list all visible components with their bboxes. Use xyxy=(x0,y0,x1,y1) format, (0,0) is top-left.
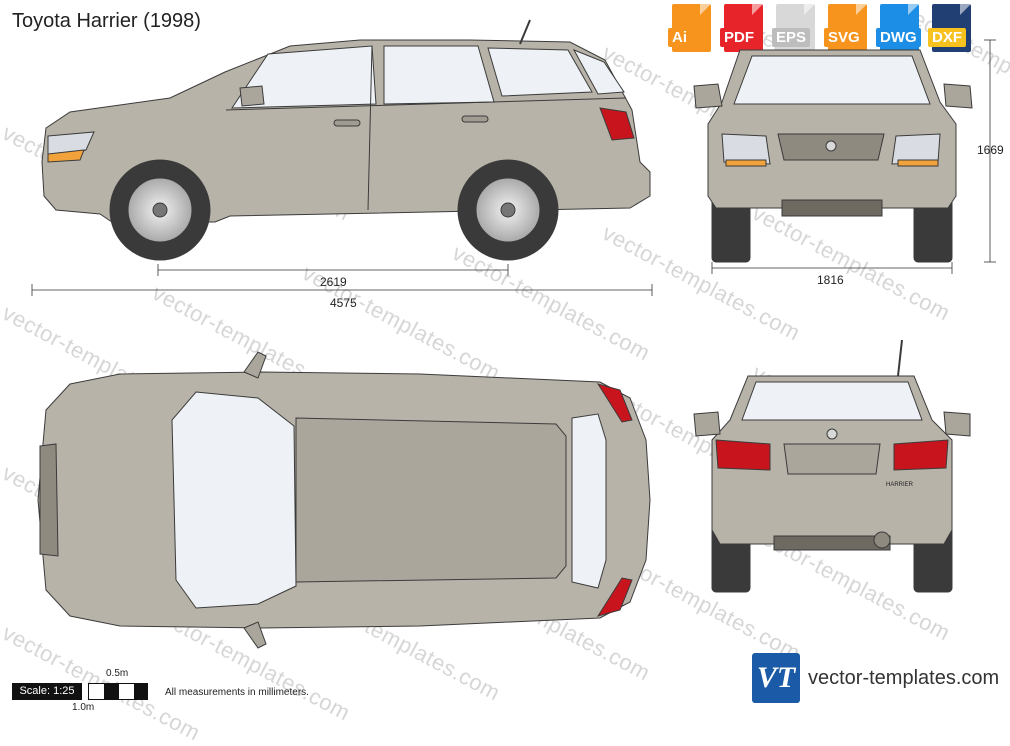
top-view xyxy=(37,351,651,649)
side-taillight xyxy=(599,107,635,141)
front-mirror-left xyxy=(693,83,723,109)
scale-half-meter-label: 0.5m xyxy=(106,668,129,679)
front-indicator xyxy=(897,159,939,167)
scale-one-meter-label: 1.0m xyxy=(72,702,95,713)
front-lower-grille xyxy=(781,199,883,217)
top-taillight-left xyxy=(596,383,633,423)
model-badge: HARRIER xyxy=(886,482,914,488)
top-grille xyxy=(39,443,59,557)
side-wheel-front xyxy=(109,159,211,261)
front-windshield xyxy=(733,55,931,105)
top-rear-window xyxy=(571,413,607,589)
front-headlight-left xyxy=(721,133,771,165)
format-badge-dxf[interactable]: DXF xyxy=(928,4,975,52)
site-link[interactable]: vector-templates.com xyxy=(808,667,1000,689)
width-label: 1816 xyxy=(817,273,844,287)
vehicle-views: 2619 4575 1816 1669 xyxy=(31,19,1004,649)
format-label: Ai xyxy=(668,28,706,47)
top-taillight-right xyxy=(596,577,633,617)
wheelbase-label: 2619 xyxy=(320,275,347,289)
side-glass xyxy=(487,47,593,97)
format-label: PDF xyxy=(720,28,758,47)
front-dimension-lines xyxy=(711,39,996,274)
tow-hitch xyxy=(873,531,891,549)
format-badge-pdf[interactable]: PDF xyxy=(720,4,767,52)
format-label: SVG xyxy=(824,28,864,47)
format-label: DXF xyxy=(928,28,966,47)
antenna xyxy=(897,339,903,377)
rear-taillight-left xyxy=(715,439,771,471)
top-mirror-left xyxy=(243,351,267,379)
top-mirror-right xyxy=(243,621,267,649)
format-badge-dwg[interactable]: DWG xyxy=(876,4,923,52)
rear-mirror-right xyxy=(943,411,971,437)
format-label: DWG xyxy=(876,28,921,47)
front-view xyxy=(693,49,973,263)
toyota-logo-icon xyxy=(826,428,838,440)
format-label: EPS xyxy=(772,28,811,47)
toyota-logo-icon xyxy=(825,140,837,152)
antenna xyxy=(519,19,531,45)
rear-mirror-left xyxy=(693,411,721,437)
rear-bumper-lower xyxy=(773,535,891,551)
top-windshield xyxy=(171,391,297,609)
format-badge-ai[interactable]: Ai xyxy=(668,4,715,52)
side-indicator xyxy=(47,149,85,163)
measurement-note: All measurements in millimeters. xyxy=(165,687,309,698)
side-dimension-lines xyxy=(31,264,653,296)
side-wheel-rear xyxy=(457,159,559,261)
format-badge-svg[interactable]: SVG xyxy=(824,4,871,52)
side-view xyxy=(41,19,651,261)
rear-window xyxy=(741,381,923,421)
top-roof xyxy=(295,417,567,583)
rear-view xyxy=(693,339,971,593)
length-label: 4575 xyxy=(330,296,357,310)
front-indicator xyxy=(725,159,767,167)
side-mirror xyxy=(239,85,265,107)
door-handle xyxy=(461,115,489,123)
format-badges: Ai PDF EPS SVG DWG DXF xyxy=(668,4,975,52)
front-mirror-right xyxy=(943,83,973,109)
scale-bar xyxy=(88,683,148,700)
rear-tailgate-panel xyxy=(783,443,881,475)
format-badge-eps[interactable]: EPS xyxy=(772,4,819,52)
page-title: Toyota Harrier (1998) xyxy=(12,10,201,32)
height-label: 1669 xyxy=(977,143,1004,157)
scale-label: Scale: 1:25 xyxy=(12,683,82,700)
side-glass xyxy=(383,45,495,105)
side-glass xyxy=(572,49,625,95)
vt-logo-icon[interactable]: VT xyxy=(752,653,800,703)
door-handle xyxy=(333,119,361,127)
rear-taillight-right xyxy=(893,439,949,471)
